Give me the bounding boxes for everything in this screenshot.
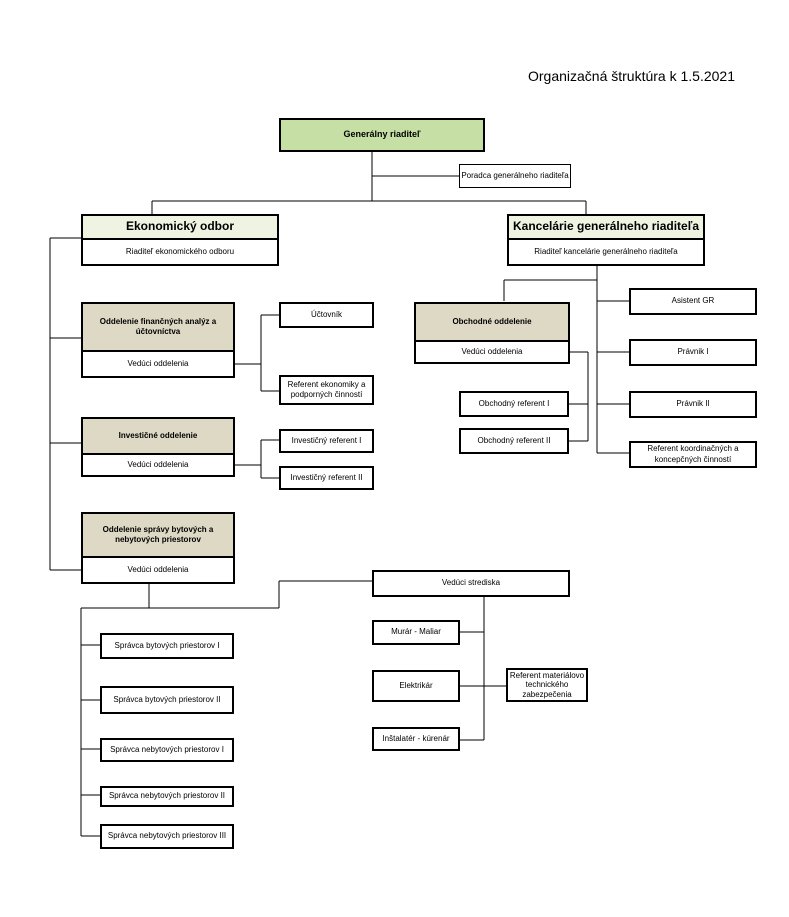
admin-residential-1: Správca bytových priestorov I xyxy=(100,633,234,659)
center-head-box: Vedúci strediska xyxy=(372,570,570,597)
mason-box: Murár - Maliar xyxy=(372,620,460,645)
investment-dept-head: Vedúci oddelenia xyxy=(81,453,235,477)
plumber-box: Inštalatér - kúrenár xyxy=(372,727,460,751)
electrician-box: Elektrikár xyxy=(372,670,460,702)
commercial-referent-2: Obchodný referent II xyxy=(459,428,569,454)
investment-referent-2: Investičný referent II xyxy=(279,466,374,490)
finance-dept-head: Vedúci oddelenia xyxy=(81,350,235,378)
housing-dept-title: Oddelenie správy bytových a nebytových p… xyxy=(81,512,235,558)
econ-division-title: Ekonomický odbor xyxy=(81,214,279,240)
office-division-head: Riaditeľ kancelárie generálneho riaditeľ… xyxy=(507,238,705,266)
commercial-referent-1: Obchodný referent I xyxy=(459,391,569,417)
admin-nonresidential-3: Správca nebytových priestorov III xyxy=(100,824,234,849)
assistant-box: Asistent GR xyxy=(629,288,757,315)
finance-dept-title: Oddelenie finančných analýz a účtovníctv… xyxy=(81,302,235,352)
accountant-box: Účtovník xyxy=(279,302,374,328)
lawyer-1-box: Právnik I xyxy=(629,339,757,366)
econ-division-head: Riaditeľ ekonomického odboru xyxy=(81,238,279,266)
advisor-box: Poradca generálneho riaditeľa xyxy=(459,164,571,188)
material-referent-box: Referent materiálovo technického zabezpe… xyxy=(506,668,588,702)
chart-title: Organizačná štruktúra k 1.5.2021 xyxy=(527,68,735,84)
investment-dept-title: Investičné oddelenie xyxy=(81,417,235,455)
econ-referent-box: Referent ekonomiky a podporných činností xyxy=(279,375,374,405)
admin-nonresidential-2: Správca nebytových priestorov II xyxy=(100,786,234,807)
commercial-dept-title: Obchodné oddelenie xyxy=(414,302,570,342)
lawyer-2-box: Právnik II xyxy=(629,391,757,418)
admin-residential-2: Správca bytových priestorov II xyxy=(100,686,234,714)
housing-dept-head: Vedúci oddelenia xyxy=(81,556,235,584)
admin-nonresidential-1: Správca nebytových priestorov I xyxy=(100,738,234,762)
director-box: Generálny riaditeľ xyxy=(279,118,485,152)
commercial-dept-head: Vedúci oddelenia xyxy=(414,340,570,364)
coordination-referent-box: Referent koordinačných a koncepčných čin… xyxy=(629,441,757,468)
investment-referent-1: Investičný referent I xyxy=(279,429,374,453)
office-division-title: Kancelárie generálneho riaditeľa xyxy=(507,214,705,240)
